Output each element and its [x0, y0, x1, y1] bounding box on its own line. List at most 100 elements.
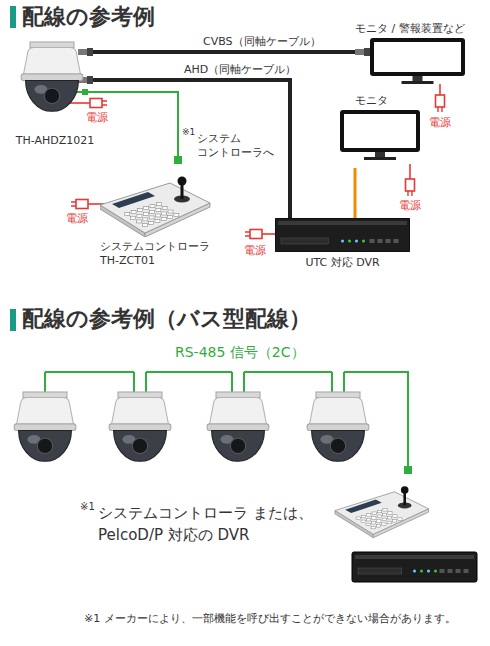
controller-key — [125, 213, 130, 216]
dvr-button — [370, 239, 375, 243]
controller-key — [387, 516, 391, 519]
camera-mount — [23, 392, 67, 398]
controller-key — [366, 518, 370, 521]
rs485-bus — [244, 371, 332, 373]
device-illustration — [275, 218, 410, 252]
monitor-node: モニタ / 警報装置など — [355, 22, 470, 86]
controller-key — [387, 521, 391, 524]
power-plug — [250, 230, 262, 239]
controller-key — [356, 517, 360, 520]
controller-key — [361, 515, 365, 518]
joystick-knob — [178, 177, 187, 186]
controller-key — [382, 523, 386, 526]
controller-key — [383, 509, 387, 512]
monitor-stand — [375, 152, 385, 157]
controller-key — [144, 207, 149, 210]
rs485-drop — [343, 372, 345, 394]
controller-key — [156, 208, 161, 211]
power-label: 電源 — [244, 244, 266, 258]
monitor-stand — [413, 76, 423, 81]
dvr-button — [378, 239, 383, 243]
controller-icon — [100, 177, 210, 238]
rs485-drop — [231, 372, 233, 394]
camera-icon — [109, 392, 171, 461]
controller-display — [345, 499, 382, 513]
controller-key — [398, 518, 402, 521]
device-illustration — [335, 108, 425, 168]
monitor-node: モニタ — [335, 94, 425, 168]
section-title: 配線の参考例（バス型配線） — [22, 305, 311, 333]
controller-key — [382, 518, 386, 521]
dvr-slot — [358, 568, 402, 574]
controller-key — [361, 520, 365, 523]
bnc-plug — [78, 49, 87, 55]
controller-key — [131, 211, 136, 214]
dvr-led — [420, 570, 423, 573]
dvr-slot — [281, 238, 328, 244]
video-cable — [354, 168, 357, 218]
power-plug — [90, 99, 102, 108]
dvr-body — [275, 218, 410, 252]
controller-key — [174, 214, 179, 217]
dvr-button — [448, 569, 453, 573]
camera-icon — [207, 392, 269, 461]
camera-node: TH-AHDZ1021 — [15, 40, 95, 148]
controller-key — [388, 512, 392, 515]
power-cord — [439, 84, 441, 95]
dvr-button — [440, 569, 445, 573]
controller-key — [371, 521, 375, 524]
footnote-mark: ※1 — [182, 127, 195, 138]
title-bar — [10, 6, 16, 28]
controller-key — [137, 209, 142, 212]
camera-lens — [37, 438, 52, 453]
rs485-drop — [331, 372, 333, 394]
bnc-plug — [364, 48, 370, 56]
dvr-led — [355, 240, 358, 243]
rs485-drop — [145, 372, 147, 394]
controller-key — [150, 210, 155, 213]
controller-node: システムコントローラ TH-ZCT01 — [100, 175, 215, 268]
controller-key — [372, 517, 376, 520]
cable-label: CVBS（同軸ケーブル） — [200, 35, 324, 49]
controller-top — [100, 183, 210, 233]
controller-key — [377, 520, 381, 523]
plug-prong — [438, 107, 442, 112]
camera-mount — [216, 392, 260, 398]
device-illustration — [15, 40, 95, 112]
camera-body — [23, 48, 80, 76]
footnote-mark: ※1 — [80, 501, 95, 514]
camera-lens — [44, 88, 59, 103]
monitor-screen — [372, 40, 463, 74]
dvr-led — [434, 570, 437, 573]
dvr-button — [394, 239, 399, 243]
dvr-led — [413, 570, 416, 573]
controller-key — [168, 216, 173, 219]
controller-key — [137, 214, 142, 217]
device-label: TH-AHDZ1021 — [16, 134, 95, 148]
camera-dome — [312, 431, 365, 462]
controller-key — [377, 515, 381, 518]
controller-key — [393, 515, 397, 518]
camera-ring — [14, 424, 76, 431]
cable-label: AHD（同軸ケーブル） — [181, 63, 299, 77]
rs485-terminal — [82, 89, 88, 95]
dvr-button — [456, 569, 461, 573]
camera-lens — [330, 438, 345, 453]
camera-ring — [307, 424, 369, 431]
controller-key — [143, 212, 148, 215]
camera-dome — [19, 431, 72, 462]
camera-dome — [26, 81, 79, 112]
controller-key — [376, 525, 380, 528]
camera-body — [309, 398, 366, 426]
monitor-base — [402, 81, 434, 84]
dvr-bevel — [278, 221, 407, 225]
power-label: 電源 — [86, 111, 108, 125]
camera-body — [16, 398, 73, 426]
plug-prong — [71, 202, 76, 206]
dvr-bevel — [355, 555, 474, 559]
dvr-button — [386, 239, 391, 243]
monitor-base — [364, 157, 396, 160]
controller-key — [149, 222, 154, 225]
power-plug — [76, 200, 88, 209]
device-note: システムコントローラ または、 PelcoD/P 対応の DVR — [98, 503, 323, 547]
